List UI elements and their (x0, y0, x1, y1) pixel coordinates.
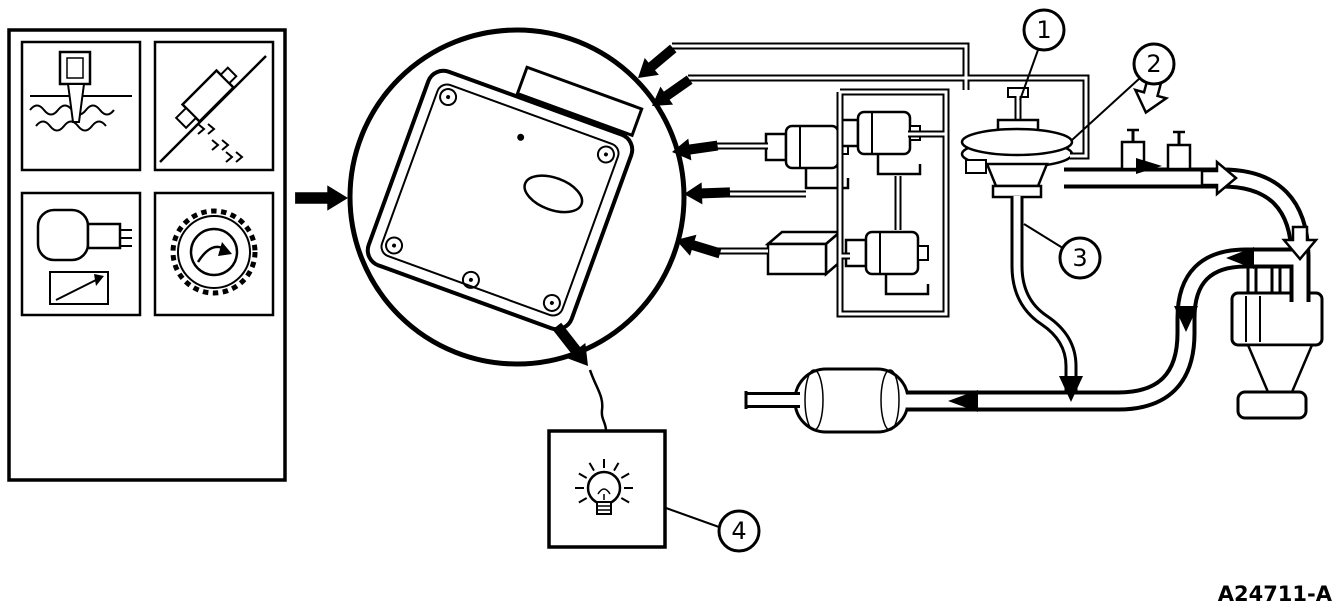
callout-1: 1 (1019, 8, 1066, 101)
muffler (793, 367, 910, 434)
vacuum-solenoid-3 (844, 230, 930, 296)
callout-4-label: 4 (731, 517, 746, 545)
signal-arrows (638, 44, 731, 259)
vacuum-solenoid-2 (836, 110, 922, 176)
warning-lamp-box (547, 429, 667, 549)
coolant-temperature-sensor-icon (20, 40, 142, 172)
engine-control-module-icon (365, 65, 644, 332)
callout-4: 4 (665, 507, 761, 553)
warning-lamp-icon (575, 459, 633, 515)
intake-air-flow-sensor-icon (153, 40, 275, 172)
air-pump-assembly (1230, 264, 1324, 420)
module-circle (347, 27, 687, 367)
throttle-position-sensor-icon (20, 191, 142, 317)
vacuum-solenoid-1 (764, 124, 850, 190)
egr-valve (960, 87, 1074, 199)
connector-block (764, 229, 844, 277)
callout-3-label: 3 (1072, 244, 1087, 272)
panel-to-module-arrow (295, 185, 348, 211)
callout-2-label: 2 (1146, 50, 1161, 78)
manifold-fittings (1120, 128, 1192, 171)
module-to-lamp-arrow (552, 322, 608, 432)
vacuum-hoses (672, 42, 1090, 318)
reference-code: A24711-A (1218, 582, 1333, 606)
callout-1-label: 1 (1036, 16, 1051, 44)
callout-2: 2 (1071, 42, 1176, 141)
callout-3: 3 (1023, 223, 1102, 280)
sensor-panel (7, 28, 287, 482)
module-screws (385, 88, 615, 312)
flow-arrows (948, 78, 1319, 412)
distributor-icon (153, 191, 275, 317)
